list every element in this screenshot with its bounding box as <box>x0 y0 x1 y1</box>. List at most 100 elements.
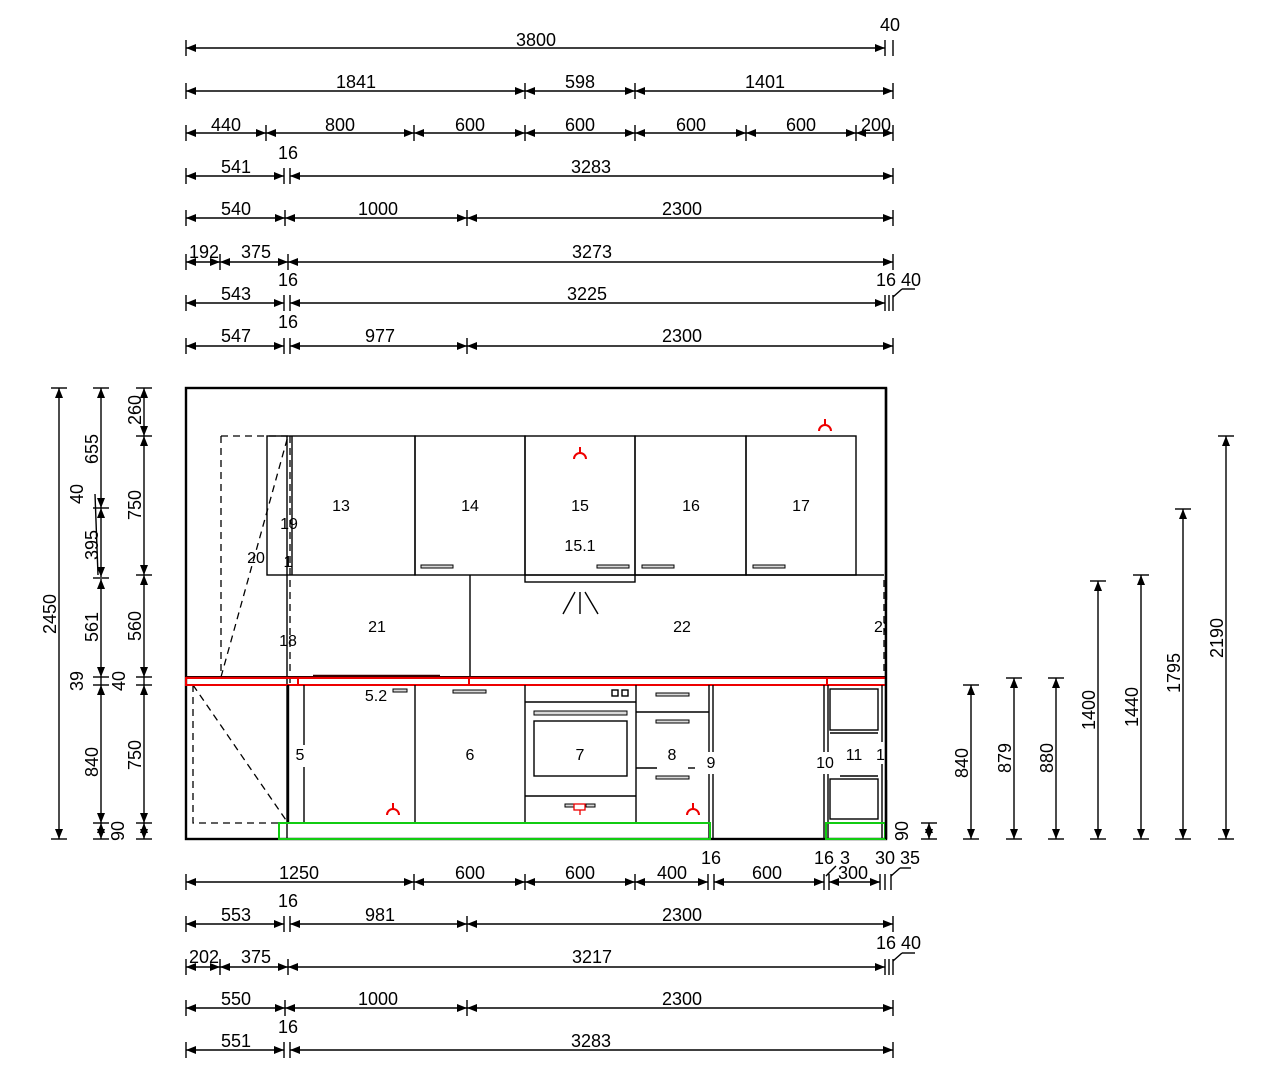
dimension-label: 1841 <box>336 72 376 92</box>
dimension-label: 200 <box>861 115 891 135</box>
dimension-label: 600 <box>676 115 706 135</box>
dimension-row: 540 1000 2300 <box>185 199 894 226</box>
dimension-label: 3217 <box>572 947 612 967</box>
dimension-label: 750 <box>125 740 145 770</box>
dimension-label: 1795 <box>1164 653 1184 693</box>
cabinet-label-5-2: 5.2 <box>365 688 387 705</box>
panel-label-19: 19 <box>280 516 298 533</box>
panel-label-18: 18 <box>279 633 297 650</box>
top-dimension-block: 3800 40 1841 598 1401 440 800 600 600 <box>185 15 921 354</box>
dimension-label: 553 <box>221 905 251 925</box>
dimension-label: 600 <box>455 115 485 135</box>
cabinet-label-7: 7 <box>576 747 585 764</box>
dimension-label: 600 <box>786 115 816 135</box>
dimension-label: 16 <box>876 270 896 290</box>
dimension-row: 16 551 3283 <box>185 1017 894 1058</box>
socket-icon <box>386 803 400 816</box>
dimension-label: 1000 <box>358 989 398 1009</box>
socket-icon <box>573 447 587 460</box>
kitchen-elevation: 13 14 15 15.1 16 17 1 18 19 20 21 22 23 … <box>184 386 899 841</box>
corner-panel-20-outline <box>220 435 289 678</box>
dimension-label: 30 <box>875 848 895 868</box>
dimension-label: 551 <box>221 1031 251 1051</box>
dimension-label: 560 <box>125 611 145 641</box>
dimension-row: 541 16 3283 <box>185 143 894 184</box>
dimension-label: 90 <box>892 821 912 841</box>
socket-icon <box>686 803 700 816</box>
dimension-label: 16 <box>278 312 298 332</box>
corner-base-outline <box>192 684 289 824</box>
dimension-label: 543 <box>221 284 251 304</box>
dimension-label: 1250 <box>279 863 319 883</box>
dimension-label: 440 <box>211 115 241 135</box>
dimension-label: 202 <box>189 947 219 967</box>
dimension-label: 2300 <box>662 326 702 346</box>
dimension-label: 981 <box>365 905 395 925</box>
dimension-label: 541 <box>221 157 251 177</box>
panel-label-21: 21 <box>368 619 386 636</box>
handle <box>392 688 408 693</box>
worktop <box>185 677 887 686</box>
handle <box>596 564 630 569</box>
bottom-dimension-block: 1250 600 600 400 16 600 16 3 300 30 35 1… <box>185 848 921 1058</box>
dimension-label: 880 <box>1037 743 1057 773</box>
dimension-label: 1000 <box>358 199 398 219</box>
dimension-label: 16 <box>278 891 298 911</box>
dimension-label: 800 <box>325 115 355 135</box>
dimension-label: 40 <box>67 484 87 504</box>
dimension-label: 2300 <box>662 199 702 219</box>
cabinet-label-13: 13 <box>332 498 350 515</box>
dimension-label: 550 <box>221 989 251 1009</box>
dimension-label: 260 <box>125 395 145 425</box>
dimension-label: 3283 <box>571 1031 611 1051</box>
dimension-label: 3 <box>840 848 850 868</box>
handle <box>655 692 690 697</box>
dimension-row: 440 800 600 600 600 600 200 <box>185 115 894 141</box>
dimension-label: 840 <box>952 748 972 778</box>
dimension-label: 40 <box>901 933 921 953</box>
dimension-label: 16 <box>814 848 834 868</box>
dimension-label: 1400 <box>1079 690 1099 730</box>
dimension-label: 16 <box>278 270 298 290</box>
handle <box>452 689 487 694</box>
dimension-label: 561 <box>82 612 102 642</box>
dimension-label: 16 <box>876 933 896 953</box>
dimension-row: 3800 40 <box>185 15 900 56</box>
left-dimension-block: 2450 655 40 395 561 39 840 90 260 750 56… <box>40 387 152 841</box>
dimension-label: 40 <box>880 15 900 35</box>
dimension-label: 3273 <box>572 242 612 262</box>
dimension-label: 2300 <box>662 989 702 1009</box>
dimension-label: 540 <box>221 199 251 219</box>
handle <box>655 775 690 780</box>
cabinet-label-10: 10 <box>816 755 834 772</box>
dimension-label: 600 <box>565 115 595 135</box>
dimension-row: 16 547 977 2300 <box>185 312 894 354</box>
dimension-label: 16 <box>278 1017 298 1037</box>
dimension-label: 600 <box>565 863 595 883</box>
cabinet-label-15-1: 15.1 <box>564 538 595 555</box>
dimension-row: 1250 600 600 400 16 600 16 3 300 30 35 <box>185 848 920 890</box>
cabinet-label-6: 6 <box>466 747 475 764</box>
cabinet-label-8: 8 <box>668 747 677 764</box>
dimension-label: 400 <box>657 863 687 883</box>
panel-label-1: 1 <box>284 554 293 571</box>
extractor-hood <box>524 574 636 583</box>
dimension-label: 35 <box>900 848 920 868</box>
handle <box>752 564 786 569</box>
dimension-label: 2450 <box>40 594 60 634</box>
dimension-label: 977 <box>365 326 395 346</box>
dimension-label: 2300 <box>662 905 702 925</box>
cabinet-label-9: 9 <box>707 755 716 772</box>
panel-label-20: 20 <box>247 550 265 567</box>
oven-unit <box>525 689 636 815</box>
dimension-label: 600 <box>455 863 485 883</box>
dimension-label: 375 <box>241 947 271 967</box>
cabinet-label-11: 11 <box>846 747 863 764</box>
cabinet-label-14: 14 <box>461 498 479 515</box>
dimension-label: 750 <box>125 490 145 520</box>
handle <box>655 719 690 724</box>
handle <box>420 564 454 569</box>
dimension-row: 192 375 3273 <box>185 242 894 270</box>
dimension-label: 1401 <box>745 72 785 92</box>
